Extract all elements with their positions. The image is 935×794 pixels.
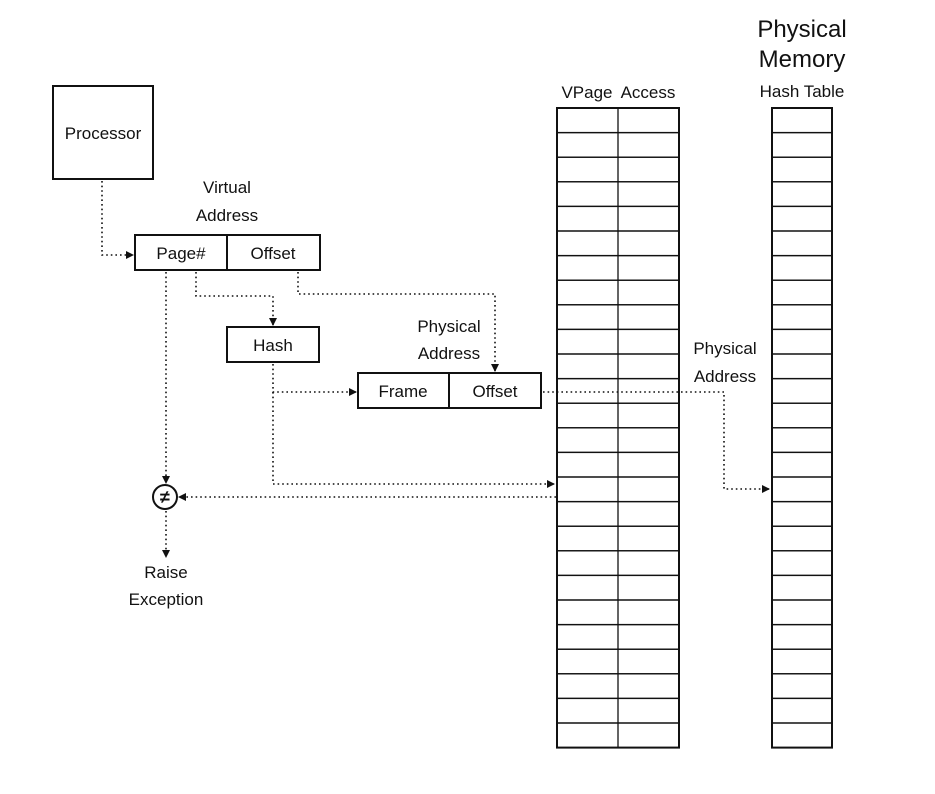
arrow-hash-to-table-row [272, 392, 555, 488]
processor-box: Processor [52, 85, 154, 180]
not-equal-symbol: ≠ [160, 487, 170, 507]
physical-memory-row [771, 451, 833, 478]
physical-address-label-line1: Physical [417, 317, 480, 336]
physical-memory-row [771, 328, 833, 355]
table-border [556, 107, 680, 749]
physical-address-box: Frame Offset [357, 372, 542, 409]
physical-memory-row [771, 648, 833, 675]
physical-offset-field: Offset [472, 382, 517, 401]
virtual-offset-field: Offset [250, 244, 295, 263]
physical-memory-row [771, 107, 833, 134]
hash-label: Hash [253, 336, 293, 355]
physical-memory-row [771, 525, 833, 552]
physical-memory-row [771, 476, 833, 503]
physical-memory-row [771, 279, 833, 306]
physical-memory-row [771, 697, 833, 724]
virtual-address-box: Page# Offset [134, 234, 321, 271]
physical-memory-row [771, 574, 833, 601]
physical-memory-row [771, 156, 833, 183]
physical-memory-row [771, 623, 833, 650]
physical-memory-title-line1: Physical [757, 16, 846, 43]
physical-memory-row [771, 427, 833, 454]
physical-memory-row [771, 550, 833, 577]
access-column-header: Access [621, 83, 676, 102]
physical-memory-table [771, 107, 833, 749]
processor-label: Processor [65, 124, 142, 143]
page-number-field: Page# [156, 244, 206, 263]
table-border [771, 107, 833, 749]
virtual-address-label-line2: Address [196, 206, 258, 225]
frame-field: Frame [378, 382, 427, 401]
vpage-column-header: VPage [561, 83, 612, 102]
physical-memory-row [771, 722, 833, 749]
arrow-page-to-hash [195, 272, 277, 326]
physical-address-right-label-line2: Address [694, 367, 756, 386]
physical-memory-row [771, 254, 833, 281]
arrow-hash-to-frame [272, 364, 357, 396]
arrow-offset-to-physical-offset [297, 272, 499, 372]
compare-not-equal: ≠ [152, 484, 178, 510]
physical-memory-row [771, 673, 833, 700]
physical-address-right-label-line1: Physical [693, 339, 756, 358]
physical-memory-row [771, 353, 833, 380]
dotted-arrows [101, 181, 770, 558]
arrow-physical-address-to-memory [543, 391, 770, 493]
raise-exception-label-line1: Raise [144, 563, 187, 582]
physical-memory-row [771, 131, 833, 158]
physical-memory-row [771, 599, 833, 626]
virtual-address-label-line1: Virtual [203, 178, 251, 197]
physical-memory-row [771, 377, 833, 404]
physical-memory-row [771, 230, 833, 257]
physical-memory-row [771, 304, 833, 331]
raise-exception-label-line2: Exception [129, 590, 204, 609]
hash-function-box: Hash [226, 326, 320, 363]
physical-address-label-line2: Address [418, 344, 480, 363]
physical-memory-row [771, 181, 833, 208]
physical-memory-row [771, 500, 833, 527]
inverted-hash-table [556, 107, 680, 749]
physical-memory-title-line2: Memory [759, 46, 846, 73]
arrow-processor-to-virtual-address [101, 181, 134, 259]
physical-memory-row [771, 402, 833, 429]
hash-table-header: Hash Table [760, 82, 845, 101]
physical-memory-row [771, 205, 833, 232]
